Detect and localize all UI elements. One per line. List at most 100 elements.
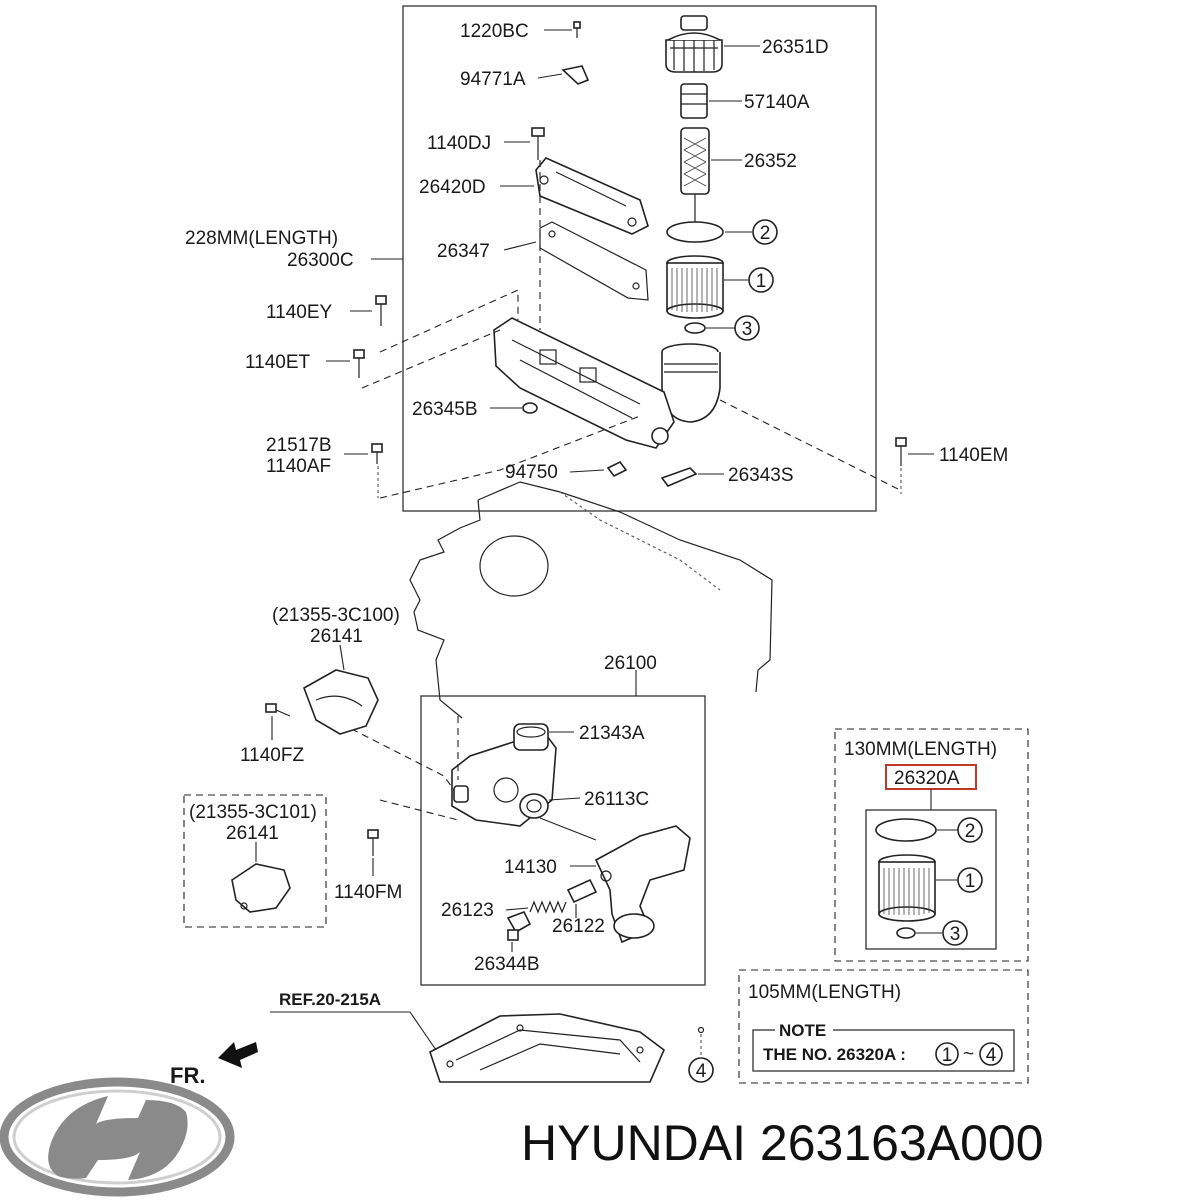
label-26300C: 26300C: [287, 250, 354, 271]
svg-text:3: 3: [950, 924, 961, 945]
spring-57140A: [680, 83, 708, 119]
svg-text:1: 1: [942, 1045, 953, 1066]
clip-94771A: [561, 65, 590, 85]
bolt-21517B: [371, 443, 383, 464]
callout-1-kit: 1: [957, 867, 983, 893]
kit-filter-element-1: [878, 854, 936, 922]
label-21517B: 21517B: [266, 435, 332, 456]
label-26100: 26100: [604, 653, 657, 674]
label-1220BC: 1220BC: [460, 21, 529, 42]
cover-26141-bottom: [231, 863, 291, 913]
note-callout-1: 1: [935, 1042, 959, 1066]
bolt-1140FM: [367, 829, 379, 856]
o-ring-2: [666, 221, 724, 243]
svg-text:2: 2: [760, 223, 771, 244]
label-26344B: 26344B: [474, 954, 540, 975]
label-fr: FR.: [170, 1063, 205, 1088]
callout-1-top: 1: [748, 267, 774, 293]
oil-cooler-body: [493, 317, 675, 449]
label-26420D: 26420D: [419, 177, 486, 198]
svg-text:3: 3: [742, 319, 753, 340]
cover-21343A: [513, 723, 549, 751]
bushing-26113C: [519, 793, 549, 819]
label-1140EY: 1140EY: [266, 302, 333, 323]
bolt-1220BC: [573, 21, 581, 38]
plunger-26122: [566, 878, 598, 904]
note-text: THE NO. 26320A :: [763, 1045, 906, 1064]
svg-text:2: 2: [965, 821, 976, 842]
bolt-1140FZ: [265, 703, 291, 717]
hyundai-logo: [0, 1077, 235, 1197]
label-26141-bottom: 26141: [226, 823, 279, 844]
label-26347: 26347: [437, 241, 490, 262]
label-130mm-length: 130MM(LENGTH): [844, 739, 997, 760]
label-26343S: 26343S: [728, 465, 794, 486]
label-26141-top: 26141: [310, 626, 363, 647]
label-94750: 94750: [505, 462, 558, 483]
label-1140FM: 1140FM: [334, 882, 402, 903]
o-ring-3: [684, 322, 706, 334]
label-26352: 26352: [744, 151, 797, 172]
note-title: NOTE: [779, 1021, 826, 1040]
spring-26123: [529, 900, 567, 914]
oil-pan: [429, 1013, 665, 1083]
plug-26344B: [506, 910, 532, 941]
label-228mm-length: 228MM(LENGTH): [185, 228, 338, 249]
note-box: [752, 1029, 1015, 1072]
o-ring-26345B: [522, 402, 538, 414]
label-1140FZ: 1140FZ: [240, 745, 304, 766]
front-arrow: [218, 1042, 258, 1068]
label-26351D: 26351D: [762, 37, 829, 58]
label-21355-3C101: (21355-3C101): [189, 802, 317, 823]
label-105mm-length: 105MM(LENGTH): [748, 982, 901, 1003]
label-ref-20-215A: REF.20-215A: [279, 990, 381, 1009]
engine-block-outline: [409, 481, 773, 719]
strainer-26352: [680, 127, 710, 222]
label-21355-3C100: (21355-3C100): [272, 605, 400, 626]
bolt-1140DJ: [531, 127, 545, 160]
label-26345B: 26345B: [412, 399, 478, 420]
brand-part-number: HYUNDAI 263163A000: [521, 1115, 1044, 1171]
kit-o-ring-2: [875, 818, 937, 842]
gasket-26347: [539, 221, 649, 301]
bolt-1140ET: [353, 349, 365, 378]
bolt-1140EY: [375, 295, 387, 326]
note-callout-4: 4: [979, 1042, 1003, 1066]
label-1140AF: 1140AF: [266, 456, 331, 477]
bolt-1140EM: [895, 437, 907, 466]
filter-130mm-box: [834, 728, 1029, 962]
label-57140A: 57140A: [744, 92, 810, 113]
alt-cover-box: [183, 794, 327, 928]
filter-element-1: [666, 255, 724, 319]
label-94771A: 94771A: [460, 69, 526, 90]
label-26123: 26123: [441, 900, 494, 921]
callout-2-top: 2: [752, 219, 778, 245]
label-1140EM: 1140EM: [939, 445, 1008, 466]
svg-text:4: 4: [986, 1045, 997, 1066]
gasket-26343S: [660, 467, 698, 487]
label-26113C: 26113C: [584, 789, 649, 810]
label-26320A: 26320A: [894, 768, 960, 789]
callout-3-top: 3: [734, 315, 760, 341]
svg-text:4: 4: [696, 1061, 707, 1082]
svg-text:1: 1: [965, 871, 976, 892]
cover-26141-top: [303, 669, 379, 735]
oil-pump-assembly-box: [420, 695, 706, 986]
callout-3-kit: 3: [942, 920, 968, 946]
callout-4-pan: 4: [688, 1057, 714, 1083]
label-26122: 26122: [552, 916, 605, 937]
part-labels: 1220BC 94771A 1140DJ 26420D 228MM(LENGTH…: [170, 21, 1008, 1088]
note-tilde: ~: [963, 1044, 974, 1065]
oil-strainer-14130: [594, 825, 691, 944]
kit-o-ring-3: [896, 927, 916, 939]
svg-text:1: 1: [756, 271, 767, 292]
filter-105mm-box: [738, 969, 1029, 1084]
sensor-94750: [606, 460, 628, 478]
label-14130: 14130: [504, 857, 557, 878]
filter-kit-box: [865, 809, 997, 950]
label-1140DJ: 1140DJ: [427, 133, 491, 154]
label-21343A: 21343A: [579, 723, 645, 744]
label-1140ET: 1140ET: [245, 352, 311, 373]
callout-2-kit: 2: [957, 817, 983, 843]
